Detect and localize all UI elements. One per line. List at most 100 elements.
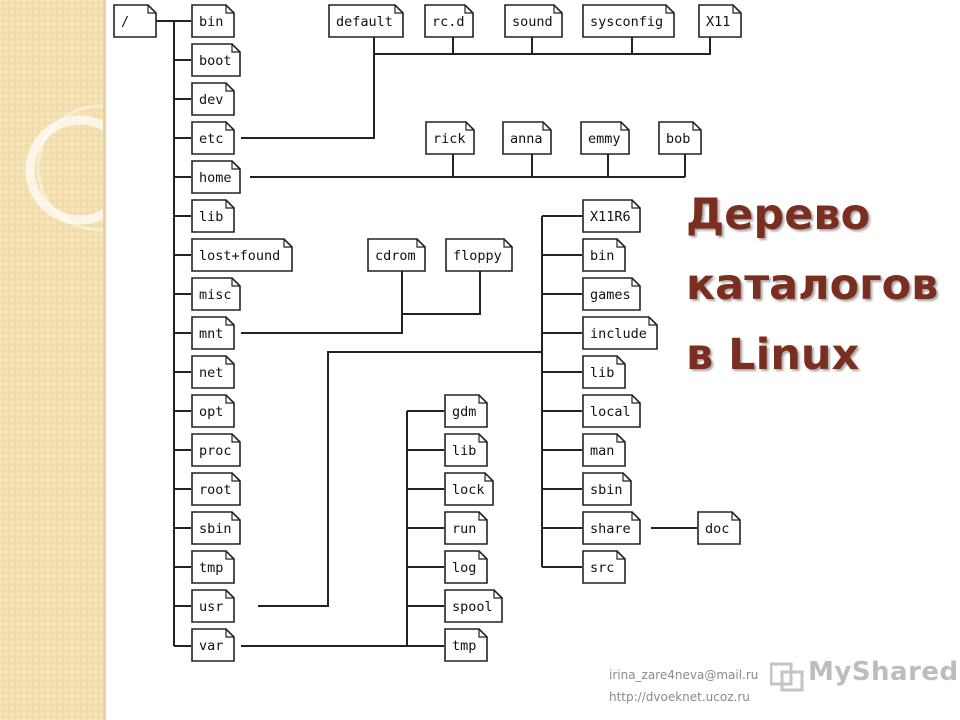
folder-node-home-anna: anna (502, 121, 552, 155)
folder-node-dev-label: dev (199, 92, 223, 108)
folder-node-bin-label: bin (199, 14, 223, 30)
folder-node-mnt-floppy-label: floppy (453, 248, 502, 264)
folder-node-usr-games: games (582, 277, 641, 311)
folder-node-var-lib: lib (444, 433, 488, 467)
folder-node-var-tmp-label: tmp (452, 638, 476, 654)
folder-node-dev: dev (191, 82, 235, 116)
folder-node-boot: boot (191, 43, 241, 77)
folder-node-misc: misc (191, 277, 241, 311)
folder-node-root-label: root (199, 482, 232, 498)
folder-node-boot-label: boot (199, 53, 232, 69)
folder-node-etc-X11-label: X11 (706, 14, 730, 30)
folder-node-etc-default: default (328, 4, 404, 38)
folder-node-usr-src: src (582, 550, 626, 584)
folder-node-lost-found-label: lost+found (199, 248, 280, 264)
folder-node-opt: opt (191, 394, 235, 428)
folder-node-usr-games-label: games (590, 287, 631, 303)
folder-node-usr-X11R6: X11R6 (582, 199, 641, 233)
folder-node-home-rick: rick (425, 121, 475, 155)
folder-node-misc-label: misc (199, 287, 232, 303)
folder-node-mnt-label: mnt (199, 326, 223, 342)
folder-node-root: root (191, 472, 241, 506)
folder-node-sbin-label: sbin (199, 521, 232, 537)
folder-node-mnt-cdrom: cdrom (367, 238, 426, 272)
folder-node-usr: usr (191, 589, 235, 623)
tree-nodes: / bin boot dev etc home lib lost+found misc mnt ne… (113, 4, 742, 662)
watermark-text: MyShared (808, 657, 959, 687)
folder-node-share-doc-label: doc (705, 521, 729, 537)
folder-node-root-label: / (121, 14, 129, 30)
folder-node-usr-include-label: include (590, 326, 647, 342)
folder-node-var-tmp: tmp (444, 628, 488, 662)
folder-node-etc-X11: X11 (698, 4, 742, 38)
folder-node-lost-found: lost+found (191, 238, 293, 272)
folder-node-usr-share: share (582, 511, 641, 545)
folder-node-mnt-cdrom-label: cdrom (375, 248, 416, 264)
folder-node-lib: lib (191, 199, 235, 233)
folder-node-mnt-floppy: floppy (445, 238, 513, 272)
folder-node-usr-bin: bin (582, 238, 626, 272)
folder-node-home-emmy: emmy (580, 121, 630, 155)
folder-node-var-spool-label: spool (452, 599, 493, 615)
folder-node-etc-rc-d-label: rc.d (432, 14, 465, 30)
folder-node-home-emmy-label: emmy (588, 131, 621, 147)
folder-node-var-spool: spool (444, 589, 503, 623)
folder-node-var-run: run (444, 511, 488, 545)
folder-node-var-gdm: gdm (444, 394, 488, 428)
folder-node-net: net (191, 355, 235, 389)
folder-node-usr-lib: lib (582, 355, 626, 389)
folder-node-var-run-label: run (452, 521, 476, 537)
folder-node-var-log: log (444, 550, 488, 584)
folder-node-proc: proc (191, 433, 241, 467)
folder-node-usr-lib-label: lib (590, 365, 614, 381)
decorative-left-band (0, 0, 106, 720)
footer-email: irina_zare4neva@mail.ru (609, 668, 759, 682)
folder-node-var-log-label: log (452, 560, 476, 576)
folder-node-sbin: sbin (191, 511, 241, 545)
page-title-line-3: в Linux (686, 330, 860, 380)
folder-node-usr-include: include (582, 316, 658, 350)
folder-node-tmp: tmp (191, 550, 235, 584)
folder-node-net-label: net (199, 365, 223, 381)
folder-node-etc-default-label: default (336, 14, 393, 30)
folder-node-usr-share-label: share (590, 521, 631, 537)
folder-node-etc-rc-d: rc.d (424, 4, 474, 38)
folder-node-opt-label: opt (199, 404, 223, 420)
folder-node-var-lib-label: lib (452, 443, 476, 459)
folder-node-usr-X11R6-label: X11R6 (590, 209, 631, 225)
folder-node-etc-label: etc (199, 131, 223, 147)
folder-node-etc: etc (191, 121, 235, 155)
tree-connector-lines (140, 20, 711, 647)
folder-node-usr-local-label: local (590, 404, 631, 420)
folder-node-etc-sysconfig: sysconfig (582, 4, 675, 38)
watermark-logo-icon (770, 662, 804, 692)
folder-node-usr-man: man (582, 433, 626, 467)
folder-node-tmp-label: tmp (199, 560, 223, 576)
footer-url: http://dvoeknet.ucoz.ru (609, 690, 750, 704)
folder-node-usr-man-label: man (590, 443, 614, 459)
folder-node-mnt: mnt (191, 316, 235, 350)
folder-node-proc-label: proc (199, 443, 232, 459)
folder-node-usr-label: usr (199, 599, 223, 615)
folder-node-home-anna-label: anna (510, 131, 543, 147)
folder-node-usr-sbin-label: sbin (590, 482, 623, 498)
folder-node-var-label: var (199, 638, 223, 654)
folder-node-var: var (191, 628, 235, 662)
folder-node-bin: bin (191, 4, 235, 38)
folder-node-lib-label: lib (199, 209, 223, 225)
page-title-line-2: каталогов (686, 260, 939, 310)
folder-node-usr-sbin: sbin (582, 472, 632, 506)
folder-node-share-doc: doc (697, 511, 741, 545)
folder-node-home-label: home (199, 170, 232, 186)
folder-node-home-bob: bob (658, 121, 702, 155)
page-title-line-1: Дерево (686, 190, 871, 240)
folder-node-usr-bin-label: bin (590, 248, 614, 264)
folder-node-home-bob-label: bob (666, 131, 690, 147)
folder-node-etc-sound: sound (504, 4, 563, 38)
folder-node-etc-sysconfig-label: sysconfig (590, 14, 663, 30)
folder-node-home-rick-label: rick (433, 131, 466, 147)
folder-node-usr-local: local (582, 394, 641, 428)
folder-node-usr-src-label: src (590, 560, 614, 576)
folder-node-var-lock-label: lock (452, 482, 485, 498)
